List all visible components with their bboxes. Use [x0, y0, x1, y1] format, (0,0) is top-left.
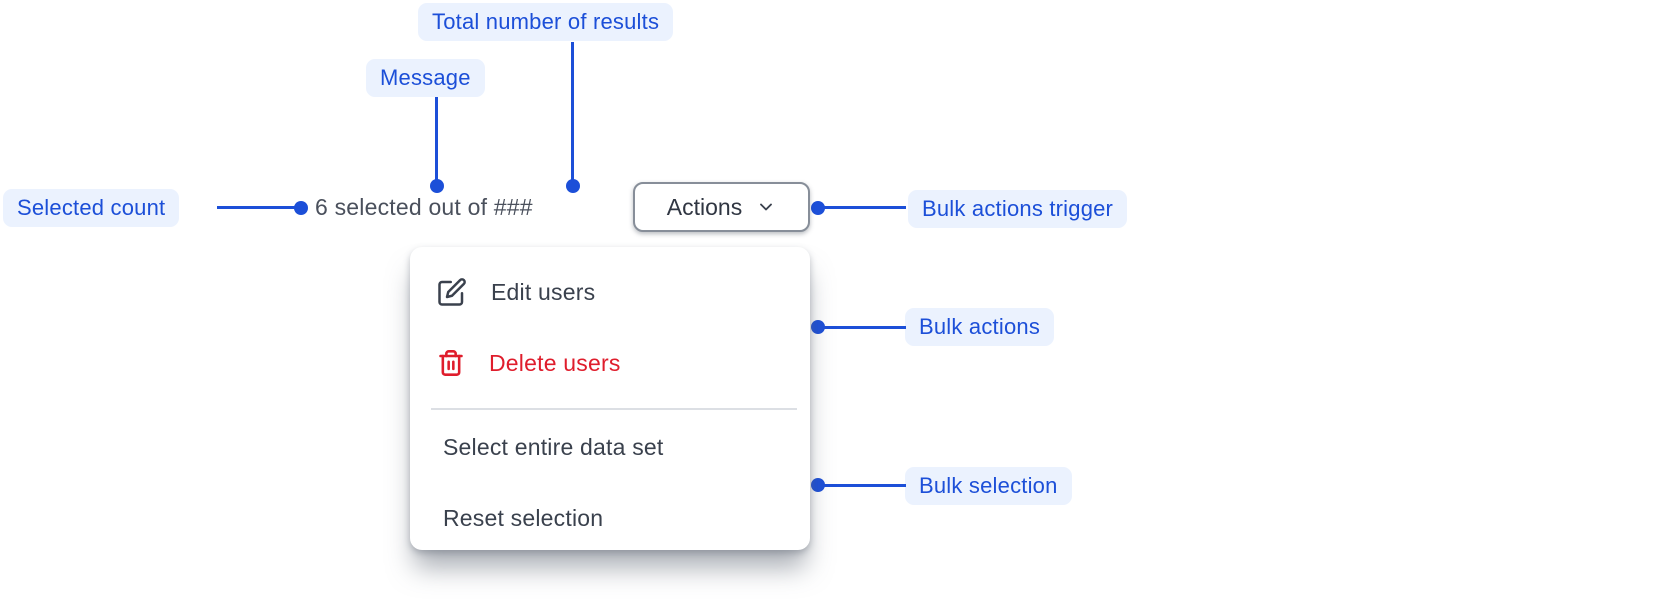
menu-item-label: Edit users	[491, 278, 596, 305]
connector-dot-bulk-selection	[811, 478, 825, 492]
menu-item-reset-selection[interactable]: Reset selection	[410, 495, 810, 541]
menu-item-delete-users[interactable]: Delete users	[410, 340, 810, 386]
connector-line-bulk-actions-trigger	[820, 206, 906, 209]
edit-icon	[437, 277, 467, 307]
annotation-chip-bulk-actions-trigger: Bulk actions trigger	[908, 190, 1128, 228]
annotation-chip-bulk-selection: Bulk selection	[905, 467, 1072, 505]
menu-item-label: Reset selection	[443, 504, 604, 531]
selection-count-message: 6 selected out of ###	[315, 194, 533, 220]
connector-dot-message	[430, 179, 444, 193]
menu-item-select-entire-data-set[interactable]: Select entire data set	[410, 424, 810, 470]
connector-dot-bulk-actions-trigger	[811, 201, 825, 215]
connector-line-bulk-selection	[820, 484, 906, 487]
annotation-chip-total-results: Total number of results	[418, 3, 674, 41]
connector-dot-selected-count	[294, 201, 308, 215]
annotation-chip-selected-count: Selected count	[3, 189, 180, 227]
menu-item-label: Delete users	[489, 349, 621, 376]
menu-divider	[431, 408, 797, 410]
connector-line-message	[435, 97, 438, 182]
connector-line-bulk-actions	[820, 326, 906, 329]
menu-item-edit-users[interactable]: Edit users	[410, 269, 810, 315]
connector-dot-bulk-actions	[811, 320, 825, 334]
bulk-actions-menu: Edit users Delete users Select entire da…	[410, 247, 810, 550]
connector-line-selected-count	[217, 206, 301, 209]
annotation-chip-message: Message	[366, 59, 485, 97]
chevron-down-icon	[756, 197, 776, 217]
bulk-actions-trigger-button[interactable]: Actions	[633, 182, 810, 232]
trash-icon	[437, 348, 465, 378]
connector-line-total-results	[571, 42, 574, 182]
annotation-chip-bulk-actions: Bulk actions	[905, 308, 1055, 346]
actions-button-label: Actions	[666, 193, 743, 220]
connector-dot-total-results	[566, 179, 580, 193]
menu-item-label: Select entire data set	[443, 433, 664, 460]
